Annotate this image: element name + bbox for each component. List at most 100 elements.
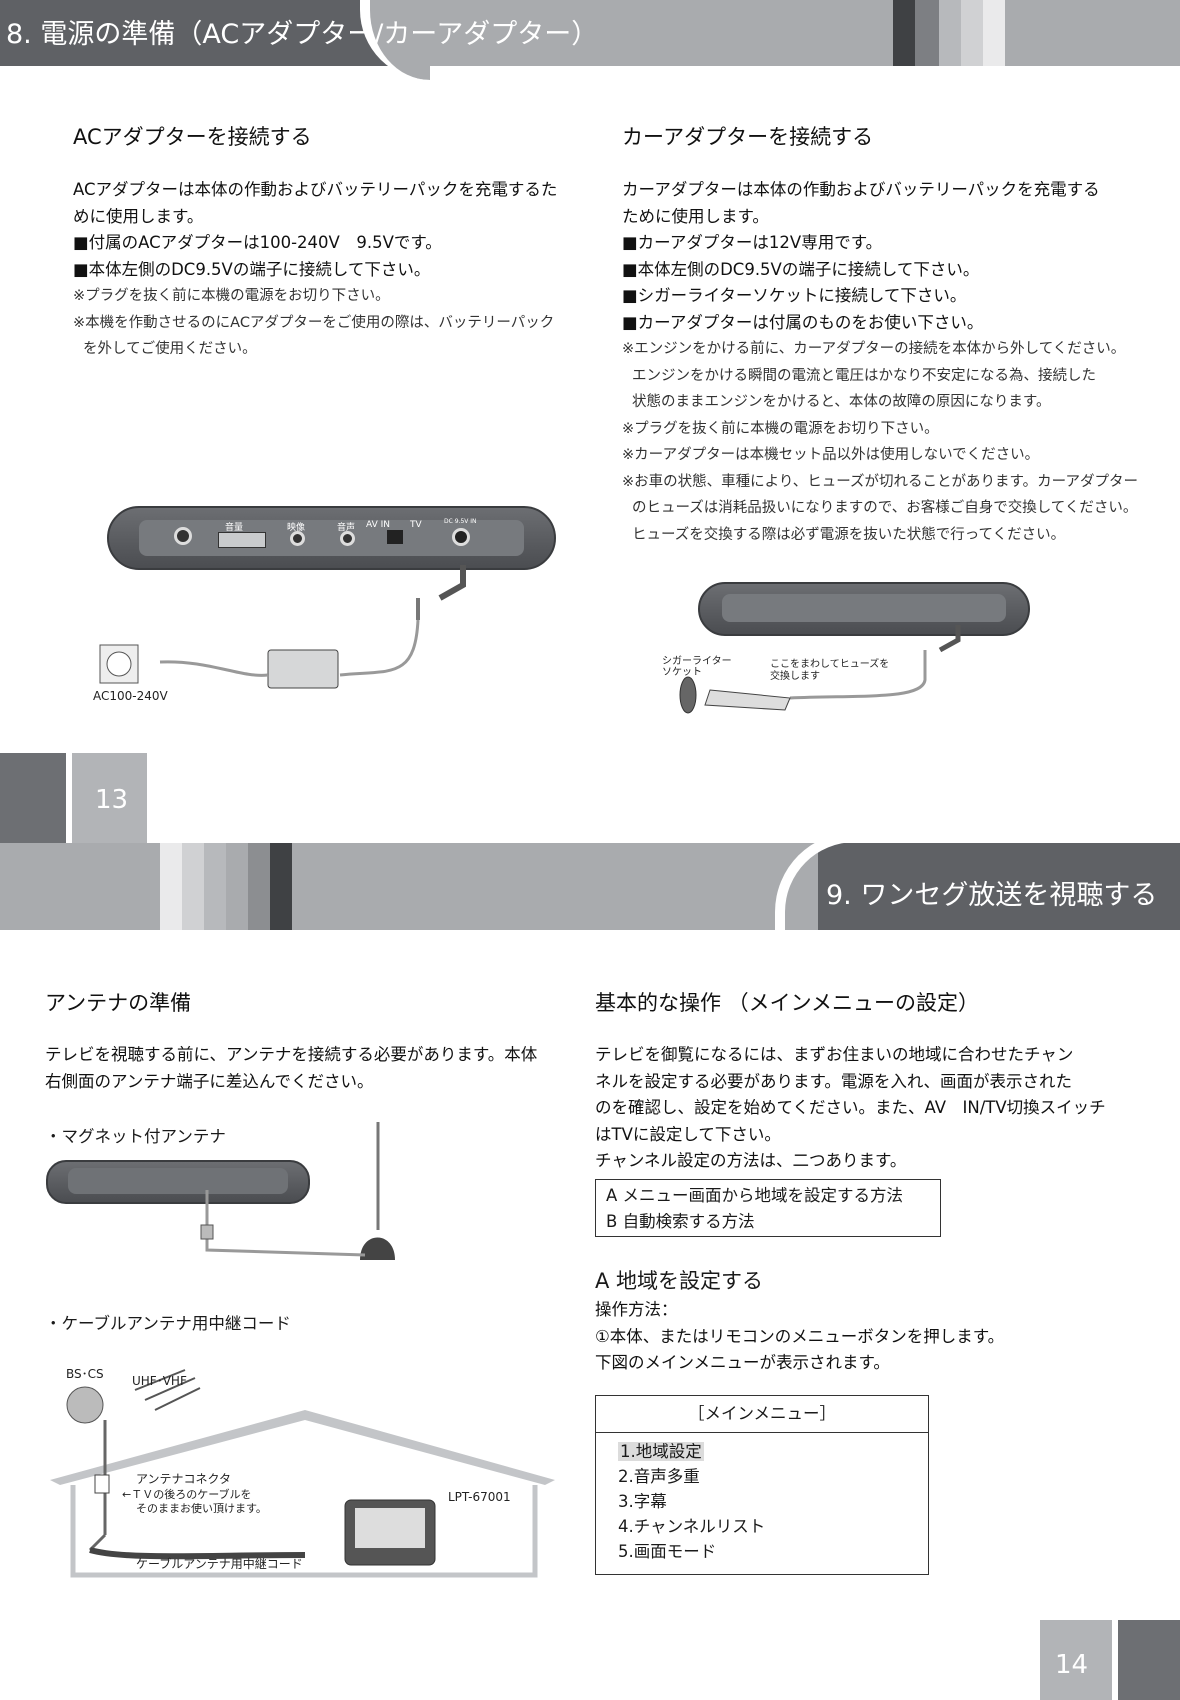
video-jack-drawing <box>290 531 305 546</box>
car-note: のヒューズは消耗品扱いになりますので、お客様ご自身で交換してください。 <box>632 500 1138 516</box>
connector-label: アンテナコネクタ <box>136 1472 232 1486</box>
menu-item-region-selected: 1.地域設定 <box>618 1442 704 1461</box>
socket-label: シガーライター <box>662 656 732 667</box>
page14-number-box <box>1118 1620 1180 1700</box>
ac-note: ※本機を作動させるのにACアダプターをご使用の際は、バッテリーパック <box>73 314 555 331</box>
page13-title: 8. 電源の準備（ACアダプター/カーアダプター） <box>6 19 599 50</box>
header-stripe <box>270 843 292 930</box>
car-line: ■カーアダプターは12V専用です。 <box>622 233 883 252</box>
ac-adapter-cable-illustration <box>99 565 466 689</box>
basic-line: テレビを御覧になるには、まずお住まいの地域に合わせたチャン <box>595 1045 1074 1064</box>
cord-label: ケーブルアンテナ用中継コード <box>136 1557 303 1571</box>
car-note: エンジンをかける瞬間の電流と電圧はかなり不安定になる為、接続した <box>632 367 1096 384</box>
header-stripe <box>983 0 1005 66</box>
avin-switch-drawing <box>387 530 403 544</box>
ac-line: ■本体左側のDC9.5Vの端子に接続して下さい。 <box>73 259 431 279</box>
step-line: 操作方法： <box>595 1300 678 1319</box>
page13-number: 13 <box>95 785 129 815</box>
audio-jack-drawing <box>340 531 355 546</box>
ac-body: ACアダプターは本体の作動およびバッテリーパックを充電するた めに使用します。 … <box>73 177 557 363</box>
menu-item: 3.字幕 <box>618 1492 667 1511</box>
header-stripe <box>182 843 204 930</box>
car-note: ヒューズを交換する際は必ず電源を抜いた状態で行ってください。 <box>632 526 1066 543</box>
basic-line: ネルを設定する必要があります。電源を入れ、画面が表示された <box>595 1071 1073 1091</box>
header-stripe <box>204 843 226 930</box>
page14-header-dark-band <box>818 843 1180 930</box>
sub-heading: A 地域を設定する <box>595 1269 764 1293</box>
bscs-label: BS･CS <box>66 1367 104 1381</box>
ac-line: ACアダプターは本体の作動およびバッテリーパックを充電するた <box>73 180 558 199</box>
car-note: ※カーアダプターは本機セット品以外は使用しないでください。 <box>622 447 1040 463</box>
menu-item: 2.音声多重 <box>618 1467 700 1486</box>
outlet-label: AC100-240V <box>93 689 168 703</box>
antenna-line: テレビを視聴する前に、アンテナを接続する必要があります。本体 <box>45 1045 538 1064</box>
page14-number: 14 <box>1055 1650 1089 1680</box>
player-right-side-illustration <box>46 1160 310 1204</box>
magnet-antenna-label: ・マグネット付アンテナ <box>45 1127 226 1146</box>
model-label: LPT-67001 <box>448 1490 511 1504</box>
car-line: カーアダプターは本体の作動およびバッテリーパックを充電する <box>622 180 1100 199</box>
car-note: 状態のままエンジンをかけると、本体の故障の原因になります。 <box>632 394 1051 410</box>
video-label: 映像 <box>287 523 306 533</box>
main-menu-box: ［メインメニュー］ 1.地域設定 2.音声多重 3.字幕 4.チャンネルリスト … <box>595 1395 929 1575</box>
connector-note: ←ＴＶの後ろのケーブルを <box>122 1488 252 1501</box>
header-stripe <box>248 843 270 930</box>
header-stripe <box>893 0 915 66</box>
page14-title: 9. ワンセグ放送を視聴する <box>826 880 1158 911</box>
antenna-line: 右側面のアンテナ端子に差込んでください。 <box>45 1071 374 1091</box>
basic-line: のを確認し、設定を始めてください。また、AV IN/TV切換スイッチ <box>595 1098 1106 1117</box>
method-item: B 自動検索する方法 <box>606 1212 755 1231</box>
basic-line: チャンネル設定の方法は、二つあります。 <box>595 1151 907 1170</box>
antenna-heading: アンテナの準備 <box>45 991 192 1015</box>
ac-line: めに使用します。 <box>73 206 204 226</box>
player-side-panel-small-illustration <box>698 582 1030 636</box>
fuse-label: 交換します <box>770 671 820 682</box>
header-stripe <box>160 843 182 930</box>
volume-slider-drawing <box>218 532 266 548</box>
menu-item: 4.チャンネルリスト <box>618 1517 766 1536</box>
tv-label: TV <box>410 520 422 530</box>
steps-body: 操作方法： ①本体、またはリモコンのメニューボタンを押します。 下図のメインメニ… <box>595 1297 1004 1377</box>
magnet-antenna-illustration <box>200 1122 395 1260</box>
ac-heading: ACアダプターを接続する <box>73 125 312 149</box>
car-note: ※エンジンをかける前に、カーアダプターの接続を本体から外してください。 <box>622 341 1126 357</box>
step-line: 下図のメインメニューが表示されます。 <box>595 1353 890 1372</box>
method-box: A メニュー画面から地域を設定する方法 B 自動検索する方法 <box>595 1179 941 1237</box>
fuse-label: ここをまわしてヒューズを <box>770 659 890 670</box>
header-stripe <box>961 0 983 66</box>
headphone-jack-drawing <box>174 527 192 545</box>
ac-line: ■付属のACアダプターは100-240V 9.5Vです。 <box>73 233 442 252</box>
ac-note: ※プラグを抜く前に本機の電源をお切り下さい。 <box>73 288 390 304</box>
car-body: カーアダプターは本体の作動およびバッテリーパックを充電する ために使用します。 … <box>622 177 1138 548</box>
page14-number-tab <box>1040 1620 1112 1700</box>
avin-label: AV IN <box>366 520 390 530</box>
header-stripe <box>915 0 939 66</box>
car-note: ※プラグを抜く前に本機の電源をお切り下さい。 <box>622 420 939 437</box>
car-line: ■シガーライターソケットに接続して下さい。 <box>622 286 967 305</box>
socket-label: ソケット <box>662 667 702 678</box>
uhf-label: UHF･VHF <box>132 1374 187 1388</box>
audio-label: 音声 <box>337 523 356 533</box>
basic-body: テレビを御覧になるには、まずお住まいの地域に合わせたチャン ネルを設定する必要が… <box>595 1042 1106 1175</box>
car-note: ※お車の状態、車種により、ヒューズが切れることがあります。カーアダプター <box>622 473 1139 490</box>
basic-line: はTVに設定して下さい。 <box>595 1124 781 1144</box>
main-menu-title: ［メインメニュー］ <box>596 1396 928 1433</box>
car-adapter-cable-illustration <box>679 625 961 714</box>
page13-number-box <box>0 753 66 843</box>
dc-in-label: DC 9.5V IN <box>444 518 477 525</box>
antenna-body: テレビを視聴する前に、アンテナを接続する必要があります。本体 右側面のアンテナ端… <box>45 1042 537 1095</box>
menu-item: 5.画面モード <box>618 1542 717 1561</box>
method-item: A メニュー画面から地域を設定する方法 <box>606 1186 904 1205</box>
dc-jack-drawing <box>452 528 470 546</box>
step-line: ①本体、またはリモコンのメニューボタンを押します。 <box>595 1326 1005 1346</box>
car-heading: カーアダプターを接続する <box>622 125 874 149</box>
header-stripe <box>939 0 961 66</box>
car-line: ■カーアダプターは付属のものをお使い下さい。 <box>622 312 984 332</box>
basic-heading: 基本的な操作 （メインメニューの設定） <box>595 991 980 1015</box>
page13-header-dark-band <box>0 0 390 66</box>
car-line: ために使用します。 <box>622 206 769 226</box>
page13-number-tab <box>72 753 147 843</box>
car-line: ■本体左側のDC9.5Vの端子に接続して下さい。 <box>622 259 980 279</box>
connector-note: そのままお使い頂けます。 <box>136 1502 267 1515</box>
main-menu-list: 1.地域設定 2.音声多重 3.字幕 4.チャンネルリスト 5.画面モード <box>596 1433 928 1570</box>
